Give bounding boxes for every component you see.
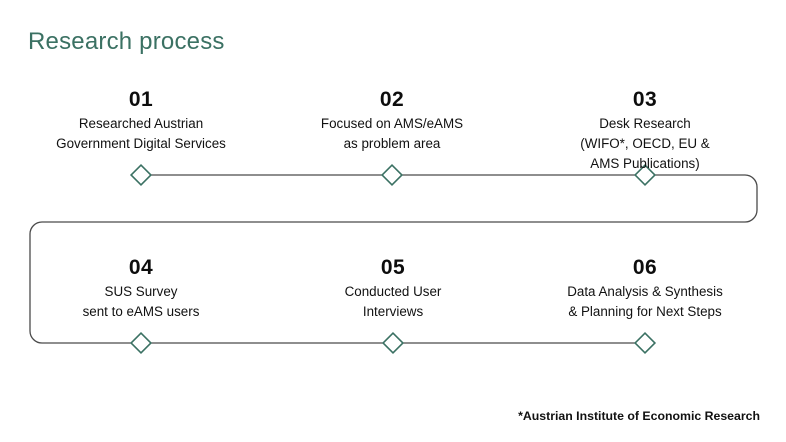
timeline-step-04: 04 SUS Survey sent to eAMS users	[11, 255, 271, 322]
step-label-line: (WIFO*, OECD, EU &	[580, 136, 710, 152]
step-number-06: 06	[632, 256, 658, 279]
step-label-line: & Planning for Next Steps	[568, 304, 722, 320]
timeline-marker-06	[633, 331, 657, 355]
step-number-04: 04	[128, 256, 154, 279]
step-label-line: SUS Survey	[104, 284, 178, 300]
step-label-06: Data Analysis & Synthesis & Planning for…	[515, 282, 775, 322]
step-label-line: AMS Publications)	[590, 155, 700, 171]
timeline-marker-04	[129, 331, 153, 355]
step-number-02: 02	[379, 88, 405, 111]
step-label-03: Desk Research (WIFO*, OECD, EU & AMS Pub…	[515, 114, 775, 173]
timeline-marker-05	[381, 331, 405, 355]
timeline-step-01: 01 Researched Austrian Government Digita…	[11, 87, 271, 154]
step-label-line: Focused on AMS/eAMS	[320, 116, 464, 132]
step-label-04: SUS Survey sent to eAMS users	[11, 282, 271, 322]
step-label-line: as problem area	[343, 136, 441, 152]
step-number-03: 03	[632, 88, 658, 111]
timeline-step-03: 03 Desk Research (WIFO*, OECD, EU & AMS …	[515, 87, 775, 174]
timeline-marker-02	[380, 163, 404, 187]
footnote: *Austrian Institute of Economic Research	[518, 409, 760, 423]
step-label-line: sent to eAMS users	[82, 304, 200, 320]
step-label-line: Desk Research	[599, 116, 691, 132]
step-label-05: Conducted User Interviews	[263, 282, 523, 322]
timeline-step-06: 06 Data Analysis & Synthesis & Planning …	[515, 255, 775, 322]
step-label-line: Researched Austrian	[78, 116, 204, 132]
step-number-01: 01	[128, 88, 154, 111]
timeline-marker-01	[129, 163, 153, 187]
step-label-line: Interviews	[362, 304, 424, 320]
step-label-01: Researched Austrian Government Digital S…	[11, 114, 271, 154]
step-label-line: Data Analysis & Synthesis	[567, 284, 723, 300]
step-label-line: Government Digital Services	[56, 136, 226, 152]
step-number-05: 05	[380, 256, 406, 279]
timeline-step-02: 02 Focused on AMS/eAMS as problem area	[262, 87, 522, 154]
step-label-02: Focused on AMS/eAMS as problem area	[262, 114, 522, 154]
step-label-line: Conducted User	[344, 284, 442, 300]
timeline-step-05: 05 Conducted User Interviews	[263, 255, 523, 322]
page-title: Research process	[28, 28, 225, 55]
